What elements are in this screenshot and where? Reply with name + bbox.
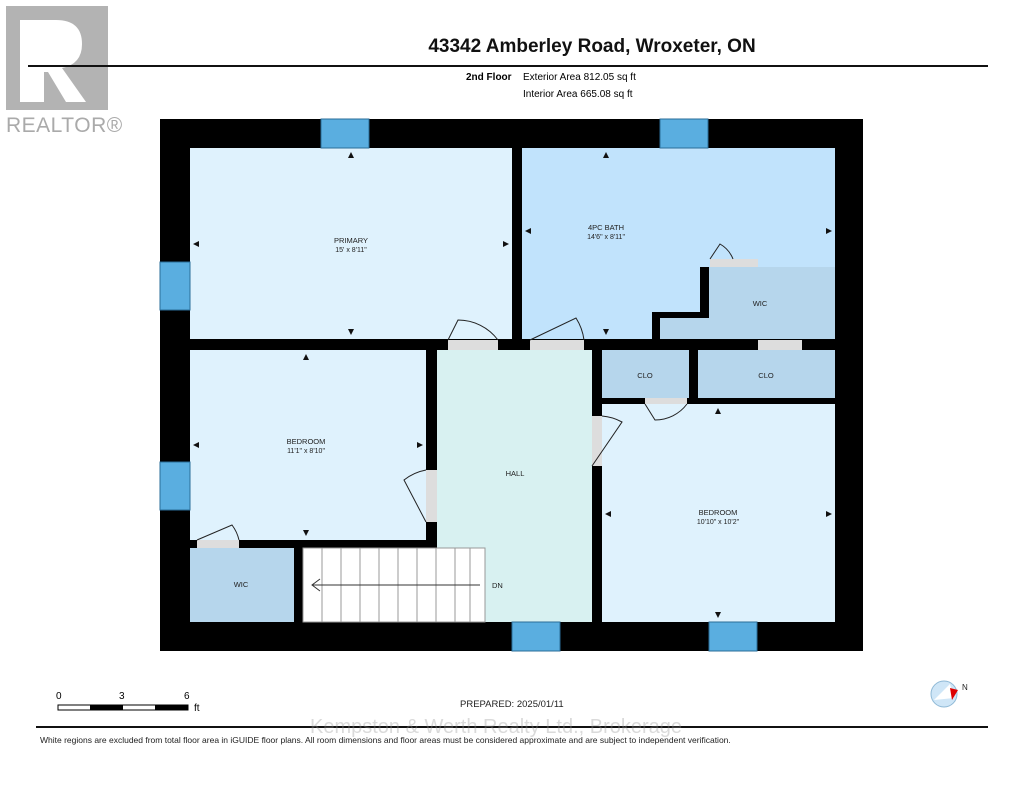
room-label: HALL [506, 469, 525, 478]
header-divider [28, 65, 988, 67]
disclaimer: White regions are excluded from total fl… [40, 735, 731, 745]
room-dims: 14'6" x 8'11" [587, 234, 625, 241]
scale-tick-6: 6 [184, 691, 190, 702]
room-closet-2 [698, 350, 835, 398]
room-label: WIC [234, 580, 249, 589]
room-bath [522, 148, 835, 339]
room-primary [190, 148, 512, 339]
room-wic-upper [660, 267, 835, 339]
watermark: Kempston & Werth Realty Ltd., Brokerage [310, 716, 683, 738]
door-swings [196, 243, 734, 541]
floor-label: 2nd Floor [466, 72, 512, 83]
room-label: PRIMARY [334, 236, 368, 245]
scale-bar [57, 704, 189, 711]
room-label: WIC [753, 299, 768, 308]
room-bedroom-left [190, 350, 426, 540]
compass-icon [930, 680, 958, 708]
room-wic-lower [190, 548, 294, 622]
dimension-arrows [193, 152, 832, 618]
room-dims: 15' x 8'11" [335, 247, 367, 254]
footer-divider [36, 726, 988, 728]
exterior-area: Exterior Area 812.05 sq ft [523, 72, 636, 83]
realtor-logo [6, 6, 108, 110]
stair-arrow [311, 578, 480, 592]
realtor-logo-text: REALTOR® [6, 114, 123, 137]
prepared-date: PREPARED: 2025/01/11 [460, 699, 564, 710]
stairs-label: DN [492, 581, 503, 590]
room-closet-1 [602, 350, 689, 398]
room-bedroom-right [602, 404, 835, 622]
room-label: CLO [637, 371, 653, 380]
scale-tick-0: 0 [56, 691, 62, 702]
scale-unit: ft [194, 703, 200, 714]
room-label: CLO [758, 371, 774, 380]
room-dims: 11'1" x 8'10" [287, 448, 325, 455]
room-dims: 10'10" x 10'2" [697, 519, 740, 526]
page-title: 43342 Amberley Road, Wroxeter, ON [428, 36, 756, 57]
windows [159, 118, 758, 652]
door-openings [197, 259, 802, 548]
room-label: BEDROOM [699, 508, 738, 517]
room-label: BEDROOM [287, 437, 326, 446]
compass-label: N [962, 683, 968, 692]
scale-tick-3: 3 [119, 691, 125, 702]
interior-area: Interior Area 665.08 sq ft [523, 89, 633, 100]
room-label: 4PC BATH [588, 223, 624, 232]
